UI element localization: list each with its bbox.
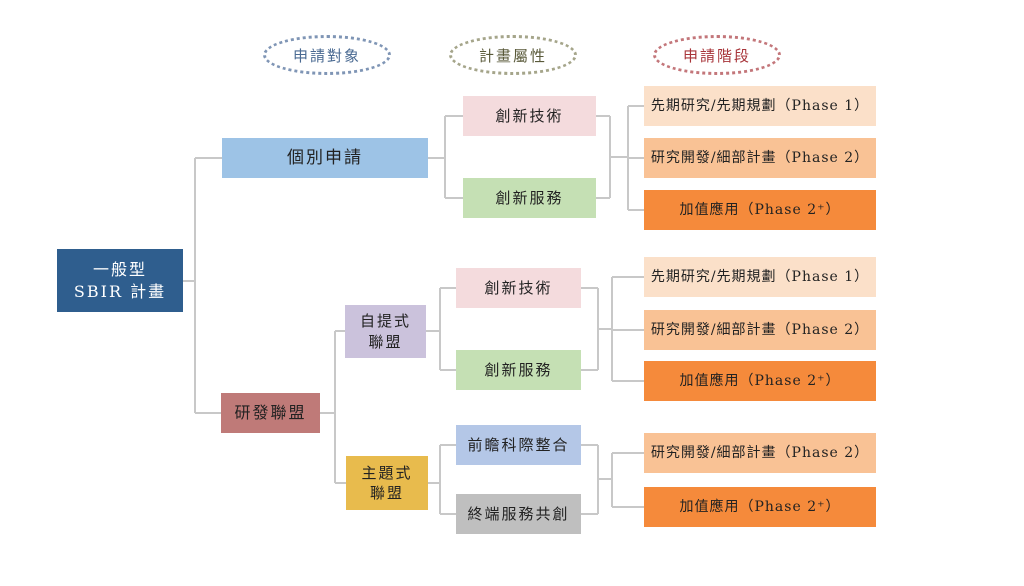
connector-root bbox=[183, 157, 222, 414]
attr-theme-terminal: 終端服務共創 bbox=[456, 494, 581, 534]
connector-individual-attr bbox=[596, 105, 644, 211]
individual-label: 個別申請 bbox=[287, 147, 363, 168]
phase-theme-2: 研究開發/細部計畫（Phase 2） bbox=[644, 433, 876, 473]
root-line1: 一般型 bbox=[92, 259, 147, 279]
phase-label: 加值應用（Phase 2⁺） bbox=[679, 201, 841, 218]
header-applicant-label: 申請對象 bbox=[292, 46, 361, 65]
header-phase-label: 申請階段 bbox=[682, 46, 751, 65]
phase-self-2plus: 加值應用（Phase 2⁺） bbox=[644, 361, 876, 401]
attr-label: 創新技術 bbox=[495, 106, 564, 125]
connector-individual bbox=[428, 115, 463, 199]
phase-label: 加值應用（Phase 2⁺） bbox=[679, 372, 841, 389]
alliance-label: 研發聯盟 bbox=[234, 403, 307, 423]
phase-individual-2: 研究開發/細部計畫（Phase 2） bbox=[644, 138, 876, 178]
connector-theme bbox=[428, 444, 456, 515]
theme-line2: 聯盟 bbox=[369, 484, 404, 502]
header-attribute: 計畫屬性 bbox=[449, 35, 577, 75]
root-line2: SBIR 計畫 bbox=[73, 281, 167, 301]
individual-node: 個別申請 bbox=[222, 138, 428, 178]
attr-label: 前瞻科際整合 bbox=[467, 435, 570, 454]
attr-theme-frontier: 前瞻科際整合 bbox=[456, 425, 581, 465]
header-attribute-label: 計畫屬性 bbox=[478, 46, 547, 65]
header-applicant: 申請對象 bbox=[263, 35, 391, 75]
connector-alliance bbox=[320, 330, 346, 484]
attr-label: 終端服務共創 bbox=[467, 504, 570, 523]
phase-theme-2plus: 加值應用（Phase 2⁺） bbox=[644, 487, 876, 527]
attr-self-service: 創新服務 bbox=[456, 350, 581, 390]
connector-self bbox=[426, 287, 456, 371]
phase-label: 先期研究/先期規劃（Phase 1） bbox=[650, 268, 870, 285]
phase-individual-1: 先期研究/先期規劃（Phase 1） bbox=[644, 86, 876, 126]
phase-self-2: 研究開發/細部計畫（Phase 2） bbox=[644, 310, 876, 350]
theme-line1: 主題式 bbox=[361, 463, 413, 482]
attr-individual-tech: 創新技術 bbox=[463, 96, 596, 136]
attr-label: 創新技術 bbox=[484, 278, 553, 297]
self-line2: 聯盟 bbox=[368, 332, 403, 351]
self-alliance-node: 自提式 聯盟 bbox=[345, 305, 426, 358]
phase-label: 研究開發/細部計畫（Phase 2） bbox=[650, 444, 870, 461]
theme-alliance-node: 主題式 聯盟 bbox=[346, 456, 428, 510]
alliance-node: 研發聯盟 bbox=[221, 393, 320, 433]
header-phase: 申請階段 bbox=[653, 35, 781, 75]
attr-label: 創新服務 bbox=[484, 360, 553, 379]
attr-self-tech: 創新技術 bbox=[456, 268, 581, 308]
attr-individual-service: 創新服務 bbox=[463, 178, 596, 218]
phase-label: 研究開發/細部計畫（Phase 2） bbox=[650, 149, 870, 166]
phase-individual-2plus: 加值應用（Phase 2⁺） bbox=[644, 190, 876, 230]
connector-theme-attr bbox=[581, 444, 644, 515]
attr-label: 創新服務 bbox=[495, 188, 564, 207]
connector-self-attr bbox=[581, 276, 644, 382]
self-line1: 自提式 bbox=[359, 312, 411, 331]
phase-label: 加值應用（Phase 2⁺） bbox=[679, 498, 841, 515]
phase-self-1: 先期研究/先期規劃（Phase 1） bbox=[644, 257, 876, 297]
root-node: 一般型 SBIR 計畫 bbox=[57, 249, 183, 312]
phase-label: 研究開發/細部計畫（Phase 2） bbox=[650, 321, 870, 338]
phase-label: 先期研究/先期規劃（Phase 1） bbox=[650, 97, 870, 114]
